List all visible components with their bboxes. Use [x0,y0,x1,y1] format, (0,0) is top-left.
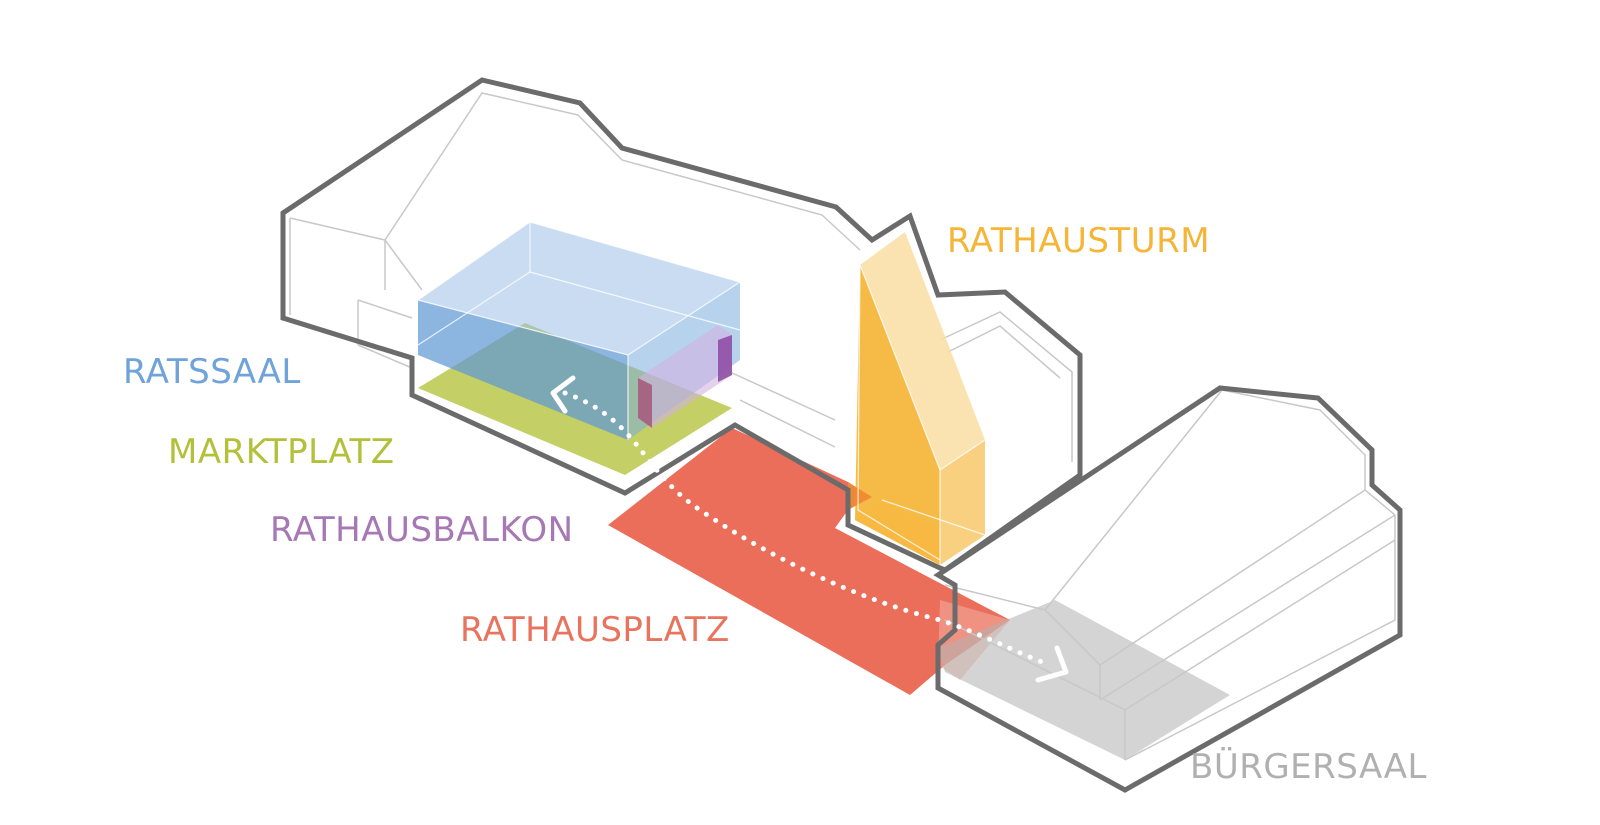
label-rathausbalkon: RATHAUSBALKON [270,510,574,550]
main-building-inner-lines [289,92,1073,462]
rathausplatz-area [608,428,1010,695]
arrow-head-end [1035,645,1069,683]
label-buergersaal: BÜRGERSAAL [1190,747,1427,787]
buergersaal-building [933,385,1403,793]
rathausturm-volume [848,232,986,565]
label-ratssaal: RATSSAAL [123,352,301,392]
main-building-outline [280,77,1083,573]
label-marktplatz: MARKTPLATZ [168,432,395,472]
buergersaal-outline [933,385,1403,793]
arrow-head-start [550,375,576,414]
rathausbalkon-volume [638,325,732,428]
label-rathausturm: RATHAUSTURM [947,221,1211,261]
label-rathausplatz: RATHAUSPLATZ [460,610,730,650]
route-path [550,375,1069,683]
buergersaal-area [938,600,1230,760]
